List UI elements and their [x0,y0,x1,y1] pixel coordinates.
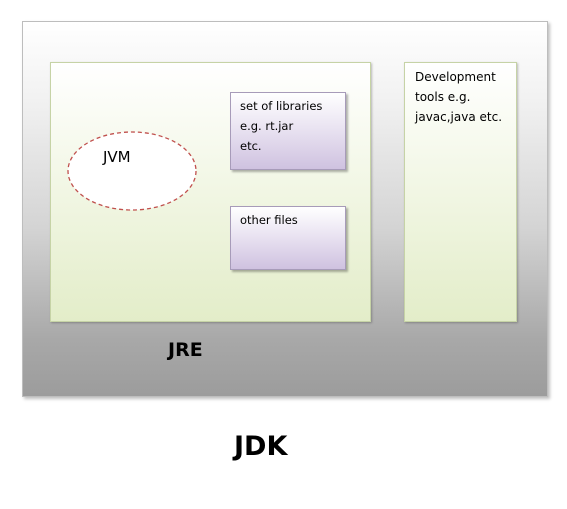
jre-label: JRE [168,339,203,361]
libraries-box: set of libraries e.g. rt.jar etc. [230,92,346,170]
other-files-label: other files [240,213,298,227]
other-files-text: other files [240,210,298,230]
development-tools-box: Development tools e.g. javac,java etc. [404,62,517,322]
jvm-ellipse [67,131,197,211]
jdk-label: JDK [234,431,288,462]
other-files-box: other files [230,206,346,270]
libraries-text: set of libraries e.g. rt.jar etc. [240,96,322,156]
jvm-label: JVM [103,148,131,166]
dev-tools-line: tools e.g. [415,90,471,104]
libraries-line: e.g. rt.jar [240,119,294,133]
development-tools-text: Development tools e.g. javac,java etc. [415,67,515,127]
dev-tools-line: javac,java etc. [415,110,503,124]
libraries-line: etc. [240,139,262,153]
dev-tools-line: Development [415,70,496,84]
libraries-line: set of libraries [240,99,323,113]
